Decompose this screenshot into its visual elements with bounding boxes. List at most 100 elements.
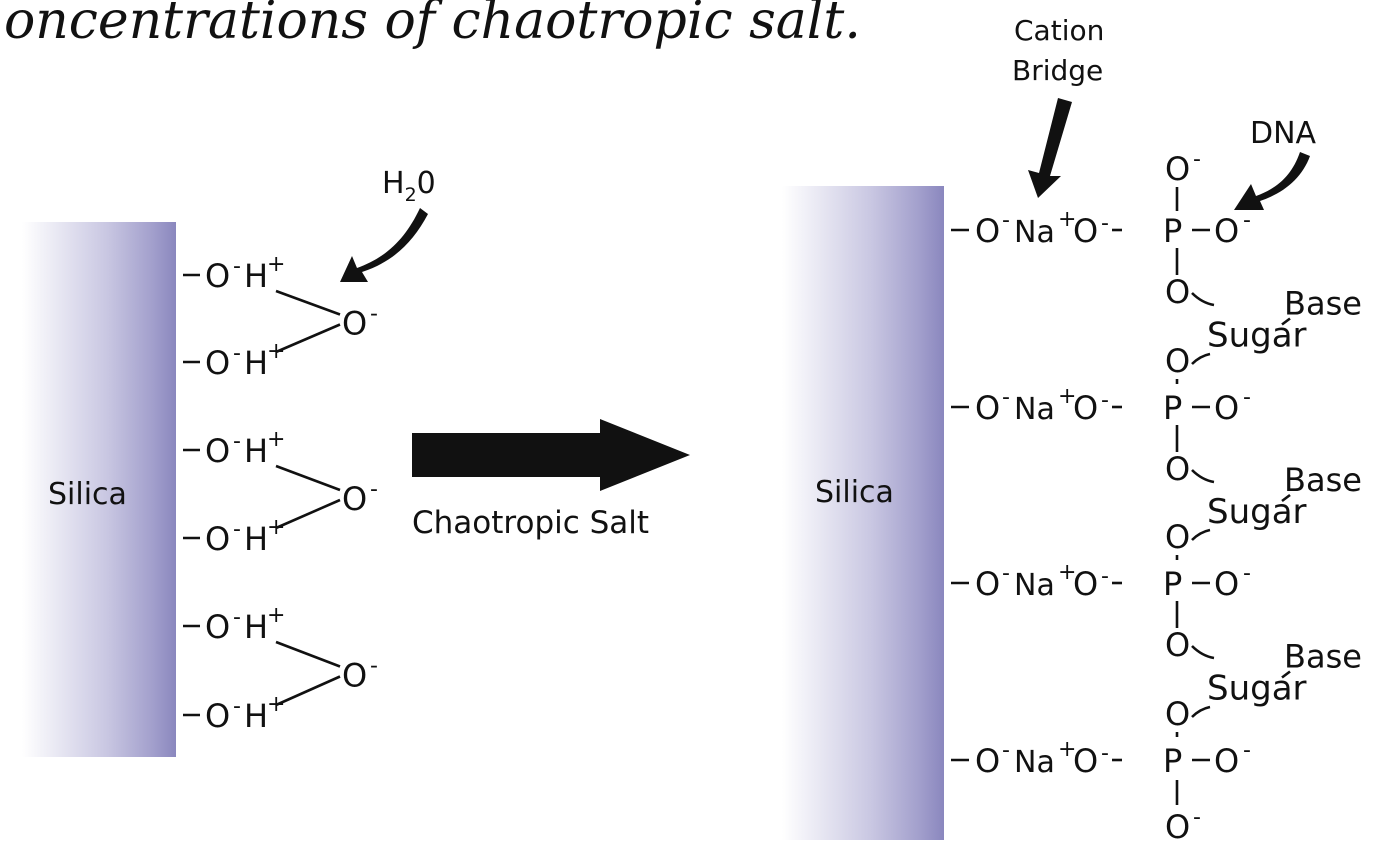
phosphorus-symbol: P xyxy=(1163,389,1182,427)
phosphate-oxygen: O xyxy=(1073,742,1098,780)
linker-oxygen-lower: O xyxy=(1165,518,1190,556)
hydrogen-bond xyxy=(275,323,341,354)
sodium-symbol: Na xyxy=(1014,392,1055,427)
silanol-oxygen: O xyxy=(975,212,1000,250)
bottom-oxygen-charge: - xyxy=(1193,805,1201,830)
sugar-bond xyxy=(1191,352,1211,365)
water-oxygen-symbol: O xyxy=(342,657,367,695)
left-row: O-H+ xyxy=(183,339,285,382)
silanol-oxygen-charge: - xyxy=(1002,385,1010,410)
right-silica-block xyxy=(782,186,944,840)
silanol-oxygen-charge: - xyxy=(1002,738,1010,763)
linker-oxygen-lower: O xyxy=(1165,342,1190,380)
oxygen-symbol: O xyxy=(205,344,230,382)
sugar-bond xyxy=(1191,645,1215,660)
hydrogen-symbol: H xyxy=(244,257,268,295)
sugar-bond xyxy=(1191,705,1211,718)
phosphate-oxygen-right-charge: - xyxy=(1243,385,1251,410)
water-oxygen-symbol: O xyxy=(342,305,367,343)
water-oxygen-symbol: O xyxy=(342,480,367,518)
water-molecule: O- xyxy=(275,640,378,707)
silanol-oxygen-charge: - xyxy=(1002,208,1010,233)
phosphate-oxygen-right: O xyxy=(1214,389,1239,427)
base-label: Base xyxy=(1284,285,1362,323)
silanol-oxygen-charge: - xyxy=(1002,561,1010,586)
phosphorus-symbol: P xyxy=(1163,565,1182,603)
sodium-charge: + xyxy=(1058,737,1076,762)
dna-label: DNA xyxy=(1250,116,1317,151)
phosphate-oxygen-right: O xyxy=(1214,565,1239,603)
sodium-symbol: Na xyxy=(1014,215,1055,250)
hydrogen-bond xyxy=(275,289,341,316)
hydrogen-symbol: H xyxy=(244,344,268,382)
sodium-symbol: Na xyxy=(1014,568,1055,603)
hydrogen-charge: + xyxy=(267,427,285,452)
hydrogen-charge: + xyxy=(267,252,285,277)
oxygen-charge: - xyxy=(233,341,241,366)
phosphate-oxygen-charge: - xyxy=(1101,564,1109,589)
silanol-oxygen: O xyxy=(975,742,1000,780)
hydrogen-bond xyxy=(275,498,341,530)
sodium-symbol: Na xyxy=(1014,745,1055,780)
bottom-oxygen-symbol: O xyxy=(1165,808,1190,846)
water-molecule: O- xyxy=(275,289,378,354)
reaction-arrow-label: Chaotropic Salt xyxy=(412,505,649,541)
left-bridges: O-O-O- xyxy=(275,289,378,707)
sodium-charge: + xyxy=(1058,384,1076,409)
left-row: O-H+ xyxy=(183,427,285,470)
base-bond xyxy=(1281,317,1291,326)
oxygen-charge: - xyxy=(233,605,241,630)
sodium-charge: + xyxy=(1058,560,1076,585)
hydrogen-symbol: H xyxy=(244,432,268,470)
hydrogen-bond xyxy=(275,675,341,707)
linker-oxygen-lower: O xyxy=(1165,695,1190,733)
base-label: Base xyxy=(1284,638,1362,676)
caption-text: oncentrations of chaotropic salt. xyxy=(4,0,861,51)
left-row: O-H+ xyxy=(183,515,285,558)
phosphate-oxygen-right-charge: - xyxy=(1243,208,1251,233)
phosphate-oxygen-charge: - xyxy=(1101,741,1109,766)
dna-bottom-oxygen: O- xyxy=(1165,780,1201,846)
water-label: H20 xyxy=(382,166,436,206)
sugar-bond xyxy=(1191,469,1215,484)
water-oxygen-charge: - xyxy=(370,654,378,679)
phosphate-oxygen-right: O xyxy=(1214,212,1239,250)
dna-arrow xyxy=(1234,152,1310,210)
phosphate-oxygen: O xyxy=(1073,389,1098,427)
phosphate-oxygen-right-charge: - xyxy=(1243,561,1251,586)
oxygen-charge: - xyxy=(233,694,241,719)
phosphorus-symbol: P xyxy=(1163,742,1182,780)
cation-bridge-arrow xyxy=(1028,98,1072,198)
oxygen-charge: - xyxy=(233,517,241,542)
sugar-bond xyxy=(1191,292,1215,307)
sugar-label: Sugar xyxy=(1207,669,1307,709)
sugar-bond xyxy=(1191,528,1211,541)
silanol-oxygen: O xyxy=(975,565,1000,603)
water-oxygen-charge: - xyxy=(370,302,378,327)
left-row: O-H+ xyxy=(183,603,285,646)
sugar-label: Sugar xyxy=(1207,492,1307,532)
phosphate-oxygen-charge: - xyxy=(1101,211,1109,236)
cation-bridge-label-line2: Bridge xyxy=(1012,54,1103,87)
hydrogen-bond xyxy=(275,464,341,492)
hydrogen-symbol: H xyxy=(244,608,268,646)
dna-top-oxygen: O- xyxy=(1165,147,1201,211)
left-panel: Silica H20 O-H+O-H+O-H+O-H+O-H+O-H+ O-O-… xyxy=(22,166,436,757)
oxygen-symbol: O xyxy=(205,697,230,735)
phosphate-oxygen-right: O xyxy=(1214,742,1239,780)
oxygen-symbol: O xyxy=(205,520,230,558)
left-rows: O-H+O-H+O-H+O-H+O-H+O-H+ xyxy=(183,252,285,735)
cation-bridge-label-line1: Cation xyxy=(1014,14,1104,47)
silanol-oxygen: O xyxy=(975,389,1000,427)
oxygen-symbol: O xyxy=(205,608,230,646)
